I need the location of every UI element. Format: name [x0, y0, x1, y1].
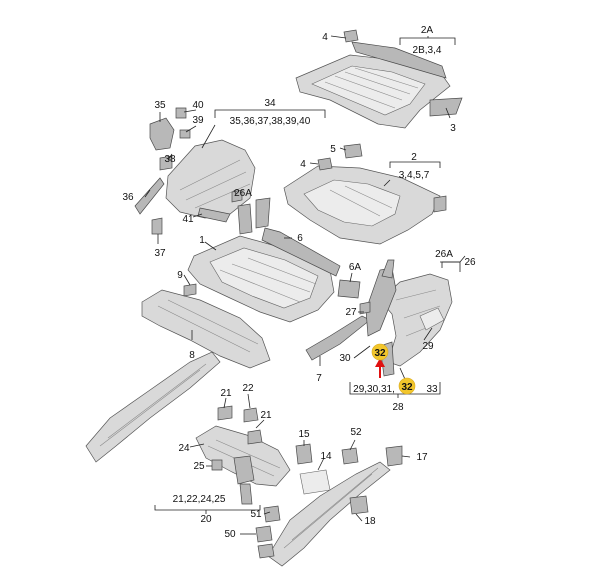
highlight-32-upper: 32 — [371, 343, 389, 361]
highlight-32-lower: 32 — [398, 377, 416, 395]
callout-3: 3 — [450, 123, 456, 134]
callout-labels: 2A 2B,3,4 4 3 34 35,36,37,38,39,40 35 40… — [122, 25, 476, 540]
front-floor-8 — [141, 283, 271, 369]
lower-crossmember-20 — [195, 405, 291, 505]
callout-25: 25 — [193, 461, 205, 472]
callout-15: 15 — [298, 429, 310, 440]
callout-52: 52 — [350, 427, 362, 438]
leader-lines — [144, 35, 466, 535]
callout-26A-left: 26A — [234, 188, 252, 199]
rear-floor-pan-2 — [283, 143, 447, 245]
callout-38: 38 — [164, 154, 176, 165]
callout-18: 18 — [364, 516, 376, 527]
longitudinal-member — [85, 351, 221, 463]
callout-6A: 6A — [349, 262, 362, 273]
callout-24: 24 — [178, 443, 190, 454]
callout-34: 34 — [264, 98, 276, 109]
callout-20-sub: 21,22,24,25 — [173, 494, 226, 505]
callout-14: 14 — [320, 451, 332, 462]
callout-4-top: 4 — [322, 32, 328, 43]
callout-21-right: 21 — [260, 410, 272, 421]
callout-39: 39 — [192, 115, 204, 126]
callout-37: 37 — [154, 248, 166, 259]
front-longitudinal — [255, 443, 403, 567]
callout-2-sub: 3,4,5,7 — [399, 170, 430, 181]
svg-text:32: 32 — [374, 348, 386, 359]
svg-text:32: 32 — [401, 382, 413, 393]
callout-6: 6 — [297, 233, 303, 244]
callout-30: 30 — [339, 353, 351, 364]
wheel-arch-26 — [359, 259, 453, 377]
callout-51: 51 — [250, 509, 262, 520]
callout-50: 50 — [224, 529, 236, 540]
callout-5: 5 — [330, 144, 336, 155]
callout-2A: 2A — [421, 25, 434, 36]
callout-27: 27 — [345, 307, 357, 318]
callout-8: 8 — [189, 350, 195, 361]
callout-26A-right: 26A — [435, 249, 453, 260]
rear-floor-panel-2a — [295, 29, 463, 129]
callout-21-left: 21 — [220, 388, 232, 399]
callout-26: 26 — [464, 257, 476, 268]
red-arrow — [375, 358, 385, 378]
cross-member-6 — [237, 197, 361, 299]
callout-9: 9 — [177, 270, 183, 281]
callout-2A-sub: 2B,3,4 — [413, 45, 442, 56]
callout-20: 20 — [200, 514, 212, 525]
callout-36: 36 — [122, 192, 134, 203]
callout-29: 29 — [422, 341, 434, 352]
callout-35: 35 — [154, 100, 166, 111]
callout-33: 33 — [426, 384, 438, 395]
wheel-housing-34 — [134, 107, 256, 235]
callout-22: 22 — [242, 383, 254, 394]
callout-1: 1 — [199, 235, 205, 246]
callout-4-mid: 4 — [300, 159, 306, 170]
callout-34-sub: 35,36,37,38,39,40 — [230, 116, 311, 127]
callout-7: 7 — [316, 373, 322, 384]
callout-41: 41 — [182, 214, 194, 225]
callout-17: 17 — [416, 452, 428, 463]
callout-28: 28 — [392, 402, 404, 413]
callout-2: 2 — [411, 152, 417, 163]
callout-40: 40 — [192, 100, 204, 111]
callout-28-sub: 29,30,31, — [353, 384, 395, 395]
